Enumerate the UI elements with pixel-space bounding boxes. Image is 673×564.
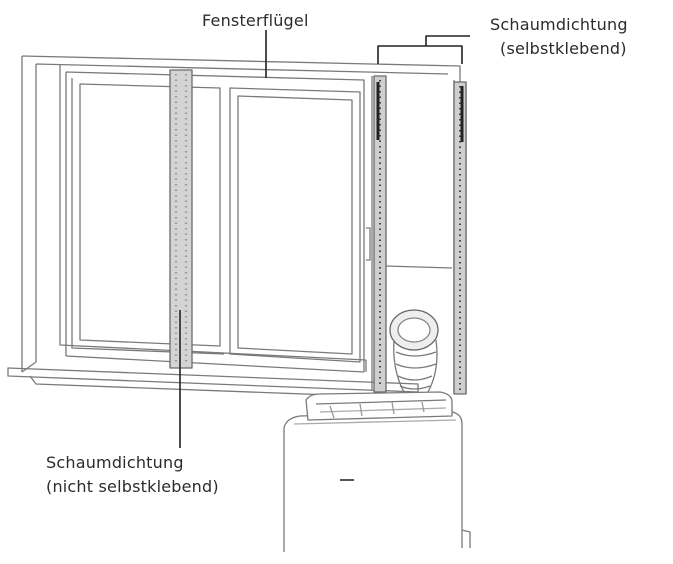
label-window-sash: Fensterflügel bbox=[202, 11, 309, 30]
foam-seal-adhesive-strips bbox=[376, 82, 464, 142]
foam-seal-nonadhesive bbox=[169, 69, 193, 369]
exhaust-hose bbox=[389, 309, 439, 393]
window-sash bbox=[65, 71, 371, 373]
window-frame bbox=[7, 55, 461, 399]
leader-adhesive bbox=[377, 35, 470, 64]
label-foam-seal-nonadhesive-note: (nicht selbstklebend) bbox=[46, 477, 219, 496]
portable-ac-unit bbox=[283, 391, 471, 552]
leader-lines bbox=[179, 30, 470, 448]
foam-seal-adhesive-left bbox=[373, 75, 387, 393]
label-foam-seal-nonadhesive: Schaumdichtung bbox=[46, 453, 184, 472]
foam-seal-adhesive-right bbox=[453, 81, 467, 395]
label-foam-seal-adhesive: Schaumdichtung bbox=[490, 15, 628, 34]
label-foam-seal-adhesive-note: (selbstklebend) bbox=[500, 39, 627, 58]
